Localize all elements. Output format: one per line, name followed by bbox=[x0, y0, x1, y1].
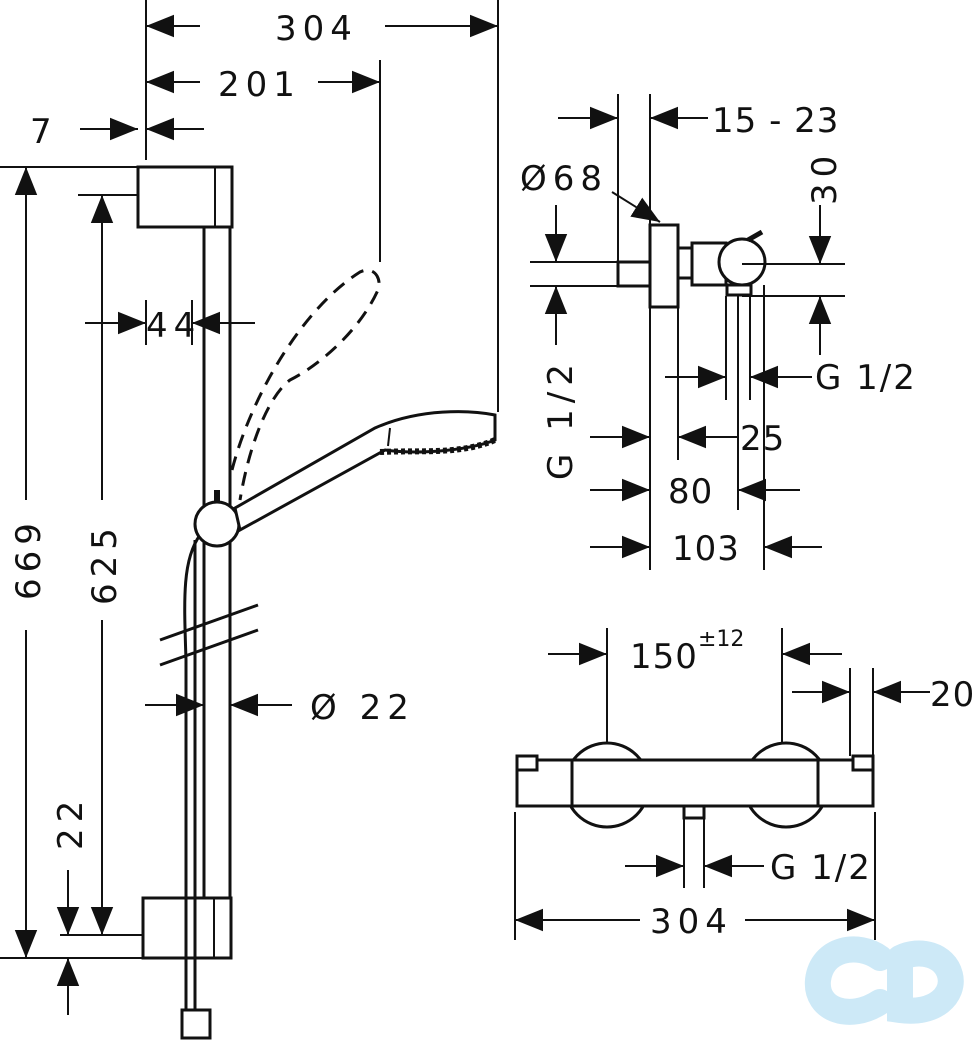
mixer-side-view bbox=[611, 191, 767, 309]
dim-bar-depth: 44 bbox=[146, 306, 201, 346]
dim-total-width: 304 bbox=[275, 9, 358, 49]
mixer-front-view bbox=[515, 741, 875, 829]
dim-bar-diameter: Ø 22 bbox=[310, 688, 415, 728]
left-dimension-lines bbox=[0, 0, 499, 1015]
dim-80: 80 bbox=[668, 472, 713, 512]
dim-bottom-offset: 22 bbox=[51, 795, 91, 850]
hand-shower bbox=[233, 410, 497, 533]
dim-center-tolerance: ±12 bbox=[698, 627, 744, 652]
dim-escutcheon-diameter: Ø68 bbox=[520, 159, 608, 199]
dim-handshower-reach: 201 bbox=[218, 65, 301, 105]
dim-end-width: 20 bbox=[930, 675, 975, 715]
slider-knob bbox=[193, 500, 241, 548]
dim-103: 103 bbox=[672, 529, 740, 569]
brand-logo bbox=[804, 936, 964, 1025]
escutcheon bbox=[648, 223, 680, 309]
dim-thread-left: G 1/2 bbox=[541, 358, 581, 480]
dim-center-distance: 150 bbox=[630, 637, 698, 677]
slide-bar bbox=[202, 225, 232, 902]
side-view-dimension-lines bbox=[530, 94, 845, 570]
top-wall-bracket bbox=[136, 165, 234, 229]
dim-mixer-width: 304 bbox=[650, 902, 733, 942]
front-view-dimension-lines bbox=[514, 628, 930, 940]
dim-wall-offset: 7 bbox=[30, 112, 58, 152]
dim-thread-bottom: G 1/2 bbox=[770, 848, 872, 888]
dim-thread-right: G 1/2 bbox=[815, 358, 917, 398]
dim-bar-height-total: 669 bbox=[9, 517, 49, 600]
dim-connection-range: 15 - 23 bbox=[712, 101, 839, 141]
dim-outlet-height: 30 bbox=[805, 150, 845, 205]
handle-side bbox=[717, 237, 767, 287]
dim-25: 25 bbox=[740, 419, 785, 459]
wall-connector bbox=[616, 260, 652, 288]
outlet bbox=[682, 804, 706, 820]
dim-bar-height-inner: 625 bbox=[85, 522, 125, 605]
shower-bar-assembly bbox=[136, 165, 497, 1040]
hand-shower-alt-position bbox=[230, 268, 381, 501]
hose-nut bbox=[180, 1008, 212, 1040]
